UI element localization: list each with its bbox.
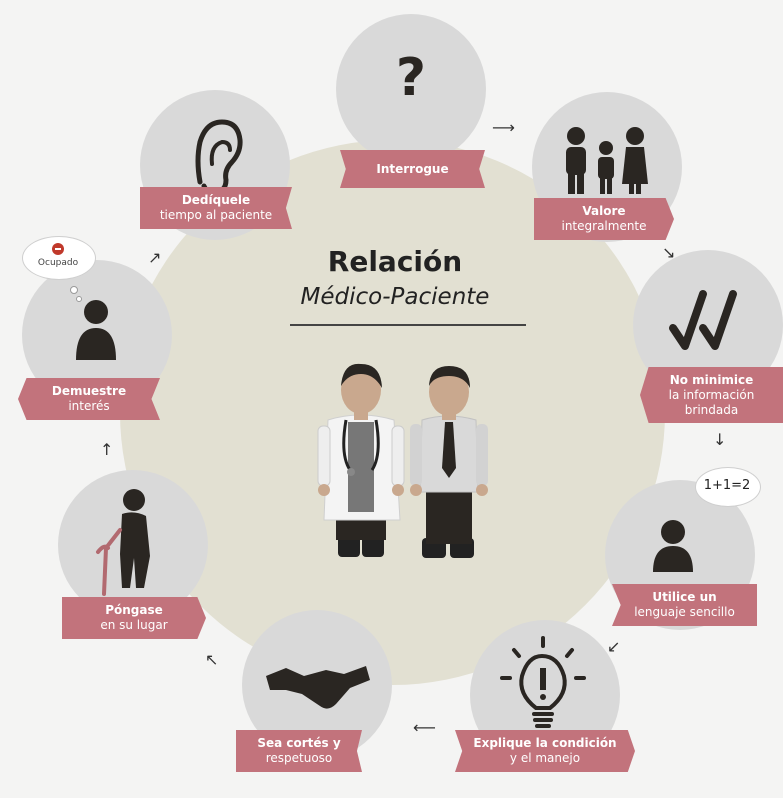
arrow-up-left-icon: ↖ [205, 650, 219, 669]
question-mark-icon: ? [395, 48, 427, 108]
step-normal: y el manejo [509, 751, 581, 765]
step-dediquele-label: Dedíquele tiempo al paciente [140, 187, 292, 229]
step-bold: Póngase [105, 603, 163, 617]
step-normal: la información brindada [668, 387, 755, 417]
person-thought-icon [76, 300, 116, 360]
step-bold: Demuestre [51, 384, 127, 398]
title-underline [290, 324, 526, 326]
speech-bubble [695, 467, 761, 507]
thought-bubble-dot [70, 286, 78, 294]
step-demuestre-label: Demuestre interés [18, 378, 160, 420]
doctor-patient-illustration [317, 363, 488, 558]
speech-bubble-text: 1+1=2 [703, 478, 751, 493]
handshake-icon [266, 666, 370, 709]
arrow-right-icon: ⟶ [492, 118, 515, 137]
arrow-up-right-icon: ↗ [148, 248, 162, 267]
step-pongase [58, 470, 208, 620]
thought-bubble-text: Ocupado [37, 258, 79, 268]
patient-figure [410, 366, 488, 558]
family-icon [566, 127, 648, 194]
step-no-minimice-label: No minimice la información brindada [640, 367, 783, 423]
arrow-up-icon: ↑ [100, 440, 114, 459]
step-pongase-label: Póngase en su lugar [62, 597, 206, 639]
step-normal: en su lugar [100, 618, 168, 632]
step-bold: Dedíquele [181, 193, 251, 207]
step-bold: Sea cortés y [257, 736, 341, 750]
step-valore-label: Valore integralmente [534, 198, 674, 240]
step-interrogue-label: Interrogue [340, 150, 485, 188]
step-normal: interés [68, 399, 110, 413]
step-normal: respetuoso [265, 751, 333, 765]
step-bold: Interrogue [376, 161, 449, 176]
step-bold: No minimice [669, 372, 754, 387]
step-bold: Valore [582, 204, 626, 218]
step-normal: tiempo al paciente [159, 208, 273, 222]
doctor-figure [317, 363, 405, 557]
step-explique-label: Explique la condición y el manejo [455, 730, 635, 772]
arrow-left-icon: ⟵ [413, 718, 436, 737]
step-sea-cortes-label: Sea cortés y respetuoso [236, 730, 362, 772]
thought-bubble [22, 236, 96, 280]
step-normal: lenguaje sencillo [634, 605, 735, 619]
arrow-down-left-icon: ↙ [607, 637, 621, 656]
double-check-icon [669, 290, 737, 350]
step-normal: integralmente [561, 219, 647, 233]
step-bold: Explique la condición [473, 736, 617, 750]
title: Relación [327, 245, 463, 278]
step-utilice-label: Utilice un lenguaje sencillo [612, 584, 757, 626]
lightbulb-icon [500, 636, 586, 728]
person-speech-icon [653, 520, 693, 572]
subtitle: Médico-Paciente [300, 284, 490, 310]
arrow-down-right-icon: ↘ [662, 243, 676, 262]
arrow-down-icon: ↓ [713, 430, 727, 449]
step-bold: Utilice un [652, 590, 717, 604]
thought-bubble-dot [76, 296, 82, 302]
elderly-person-icon [96, 489, 150, 596]
step-interrogue: ? [336, 14, 486, 164]
no-entry-bar [55, 248, 61, 250]
